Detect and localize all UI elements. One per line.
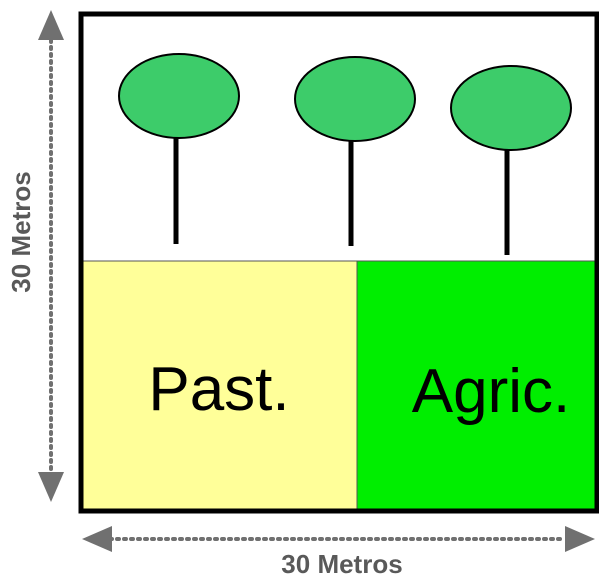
width-label: 30 Metros xyxy=(281,549,402,579)
vertical-dimension-arrow xyxy=(38,10,64,502)
tree-canopy-icon xyxy=(450,65,572,151)
height-label: 30 Metros xyxy=(6,171,36,292)
tree xyxy=(118,53,240,244)
tree-canopy-icon xyxy=(118,53,240,139)
arrow-right-icon xyxy=(565,526,595,552)
agriculture-label: Agric. xyxy=(412,357,570,426)
arrow-left-icon xyxy=(82,526,112,552)
tree xyxy=(450,65,572,255)
pasture-label: Past. xyxy=(148,355,289,424)
tree-canopy-icon xyxy=(294,56,416,142)
horizontal-dimension-arrow xyxy=(82,526,595,552)
tree xyxy=(294,56,416,246)
plot-border xyxy=(78,11,599,514)
arrow-down-icon xyxy=(38,472,64,502)
pasture-zone xyxy=(81,261,357,511)
arrow-up-icon xyxy=(38,10,64,40)
agriculture-zone xyxy=(357,261,597,511)
